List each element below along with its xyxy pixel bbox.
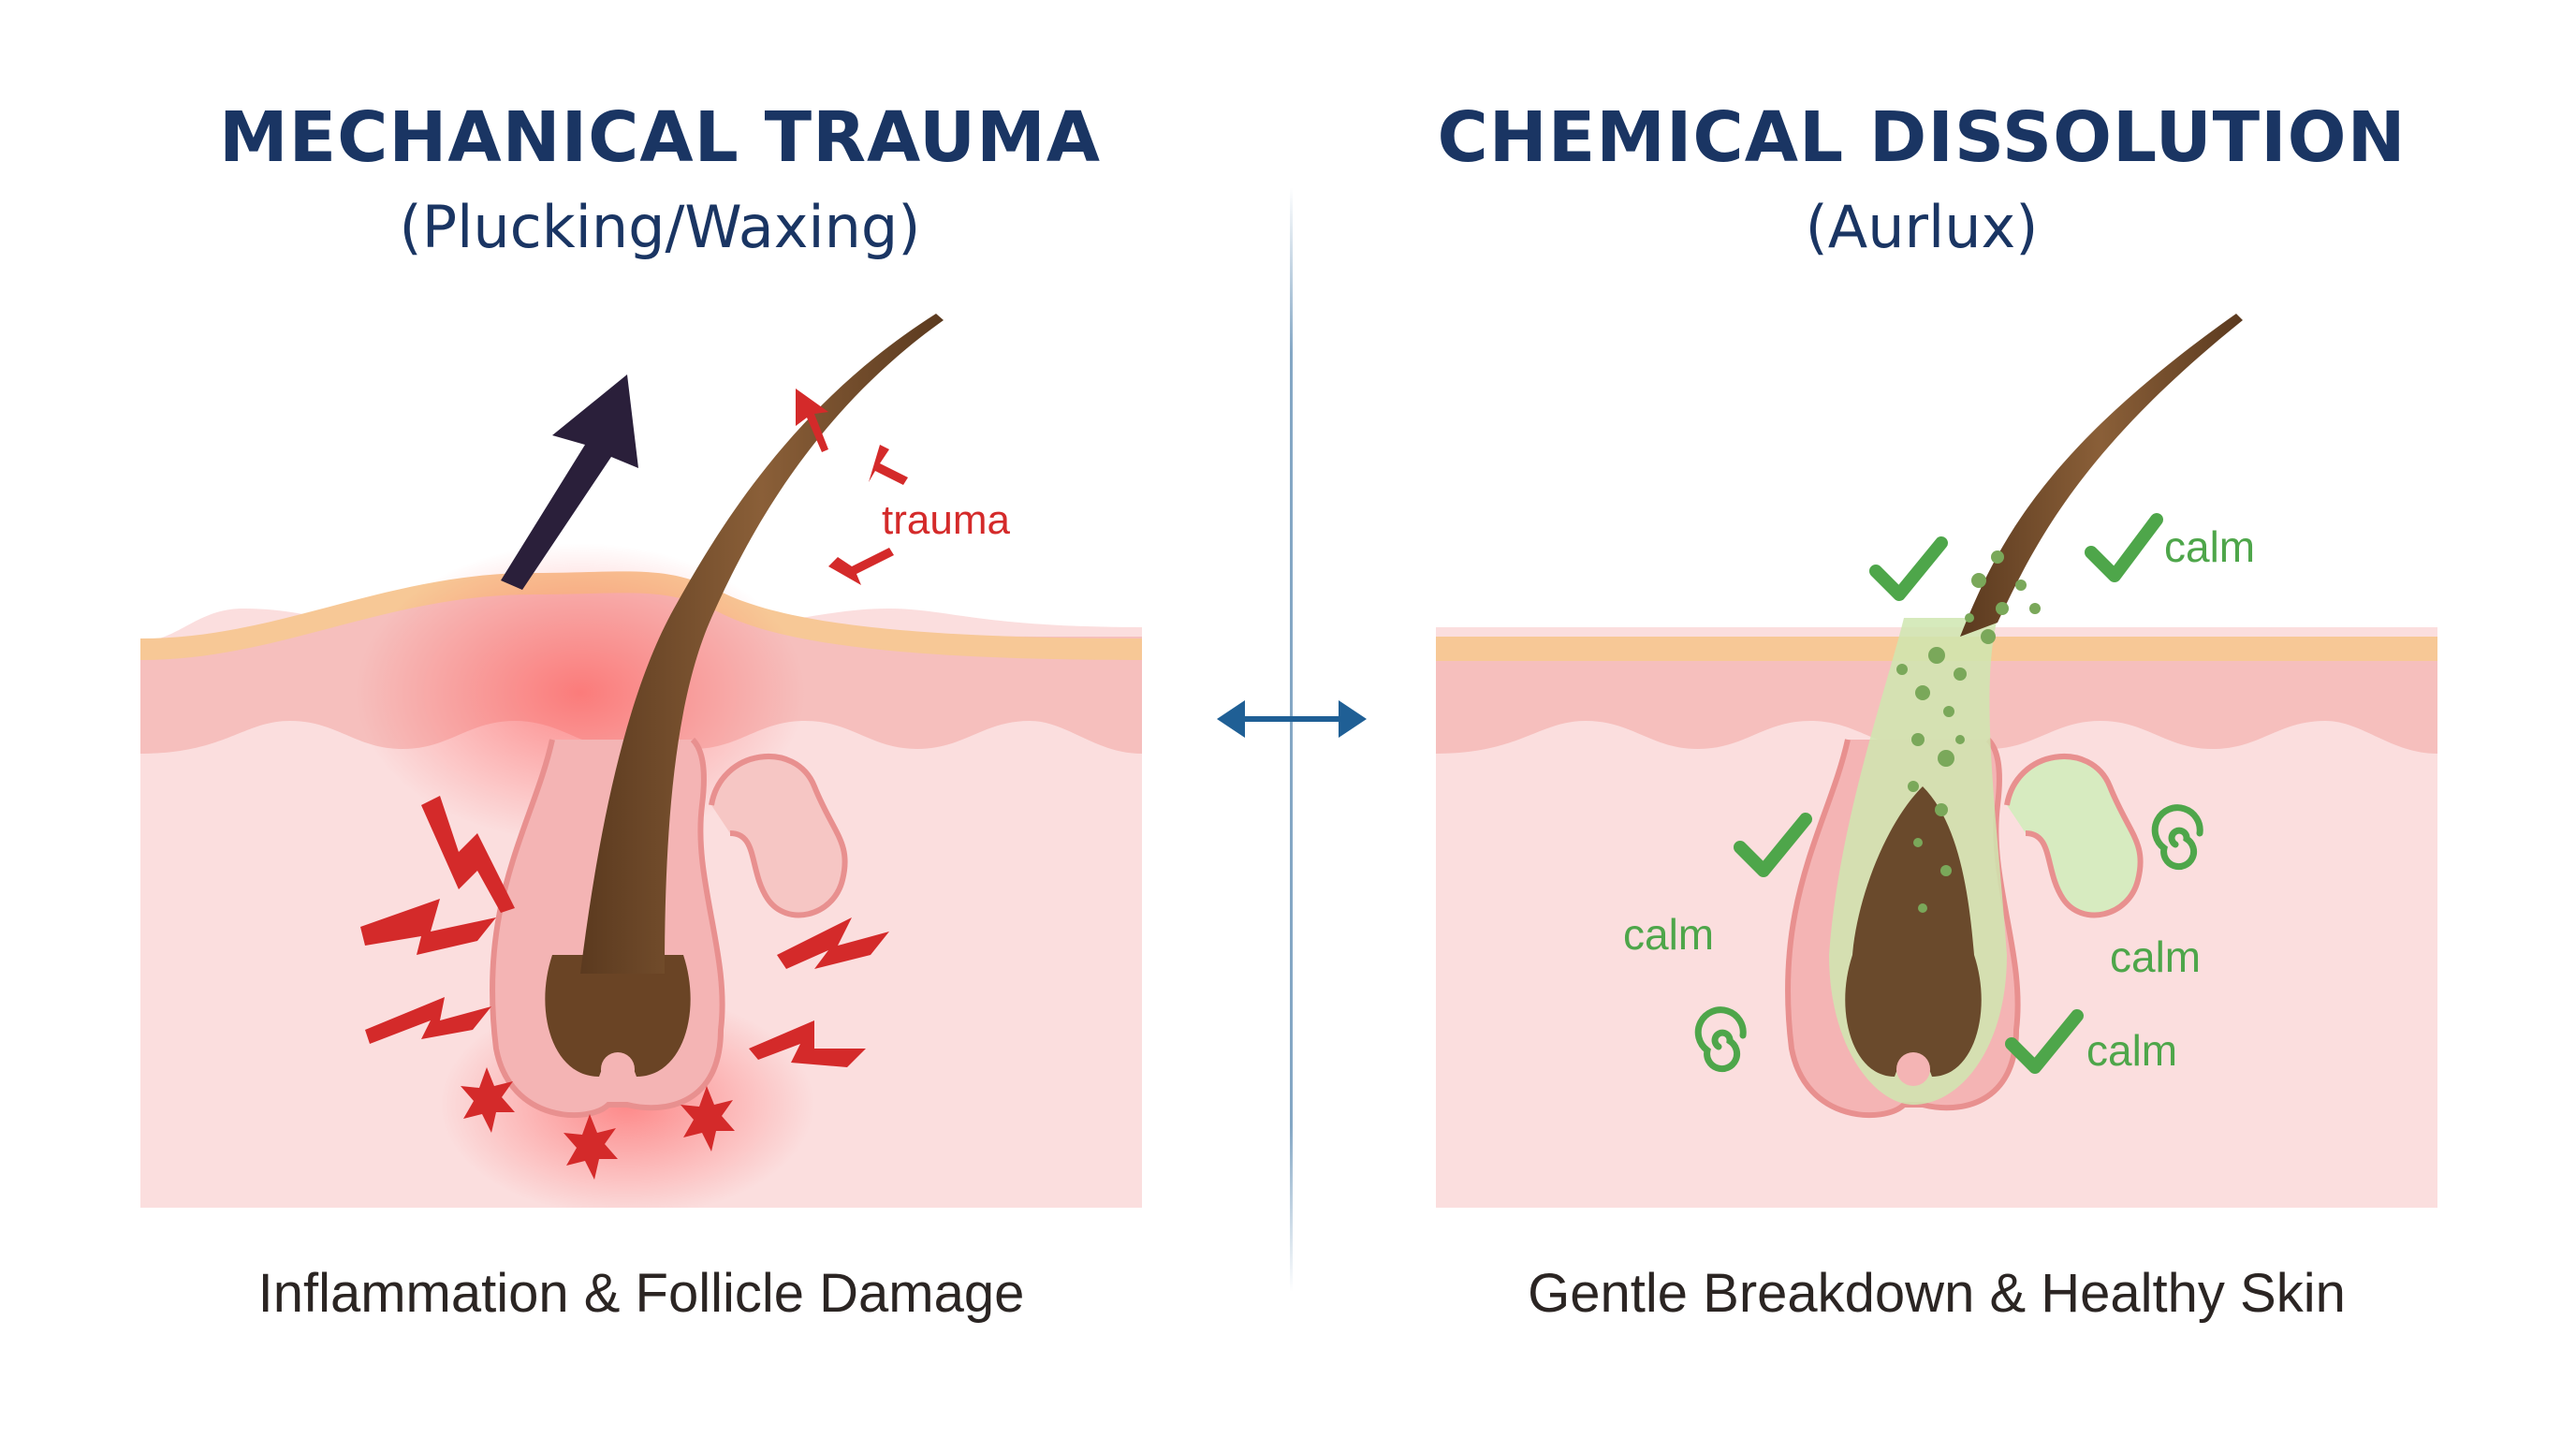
- hair-bulb: [545, 955, 691, 1077]
- right-title: CHEMICAL DISSOLUTION: [1437, 97, 2407, 178]
- left-title: MECHANICAL TRAUMA: [218, 97, 1102, 178]
- hair-bulb: [1845, 786, 1982, 1077]
- right-subtitle: (Aurlux): [1805, 193, 2039, 261]
- particles-icon: [1896, 550, 2041, 913]
- sebaceous-gland: [709, 753, 848, 918]
- calm-label: calm: [2110, 932, 2201, 981]
- right-caption: Gentle Breakdown & Healthy Skin: [1528, 1263, 2346, 1324]
- trauma-label: trauma: [882, 497, 1010, 543]
- left-caption: Inflammation & Follicle Damage: [257, 1263, 1025, 1324]
- center-divider: [1217, 187, 1367, 1292]
- check-icon: [1734, 513, 2163, 1074]
- lightning-bolt-icon: [360, 796, 889, 1067]
- pull-arrow-icon: [501, 374, 638, 590]
- sebaceous-gland: [2004, 753, 2144, 918]
- hair-shaft: [580, 314, 944, 974]
- left-skin-diagram: trauma: [140, 314, 1142, 1208]
- calm-label: calm: [1623, 910, 1714, 959]
- hair-shaft: [1960, 314, 2243, 637]
- trauma-arrows-icon: [796, 389, 908, 585]
- left-subtitle: (Plucking/Waxing): [399, 193, 921, 261]
- double-arrow-icon: [1217, 700, 1367, 738]
- calm-label: calm: [2086, 1026, 2177, 1075]
- right-skin-diagram: calm calm calm calm: [1436, 314, 2437, 1208]
- starburst-icon: [461, 1067, 735, 1180]
- calm-label: calm: [2164, 522, 2255, 571]
- spiral-icon: [1694, 804, 2203, 1073]
